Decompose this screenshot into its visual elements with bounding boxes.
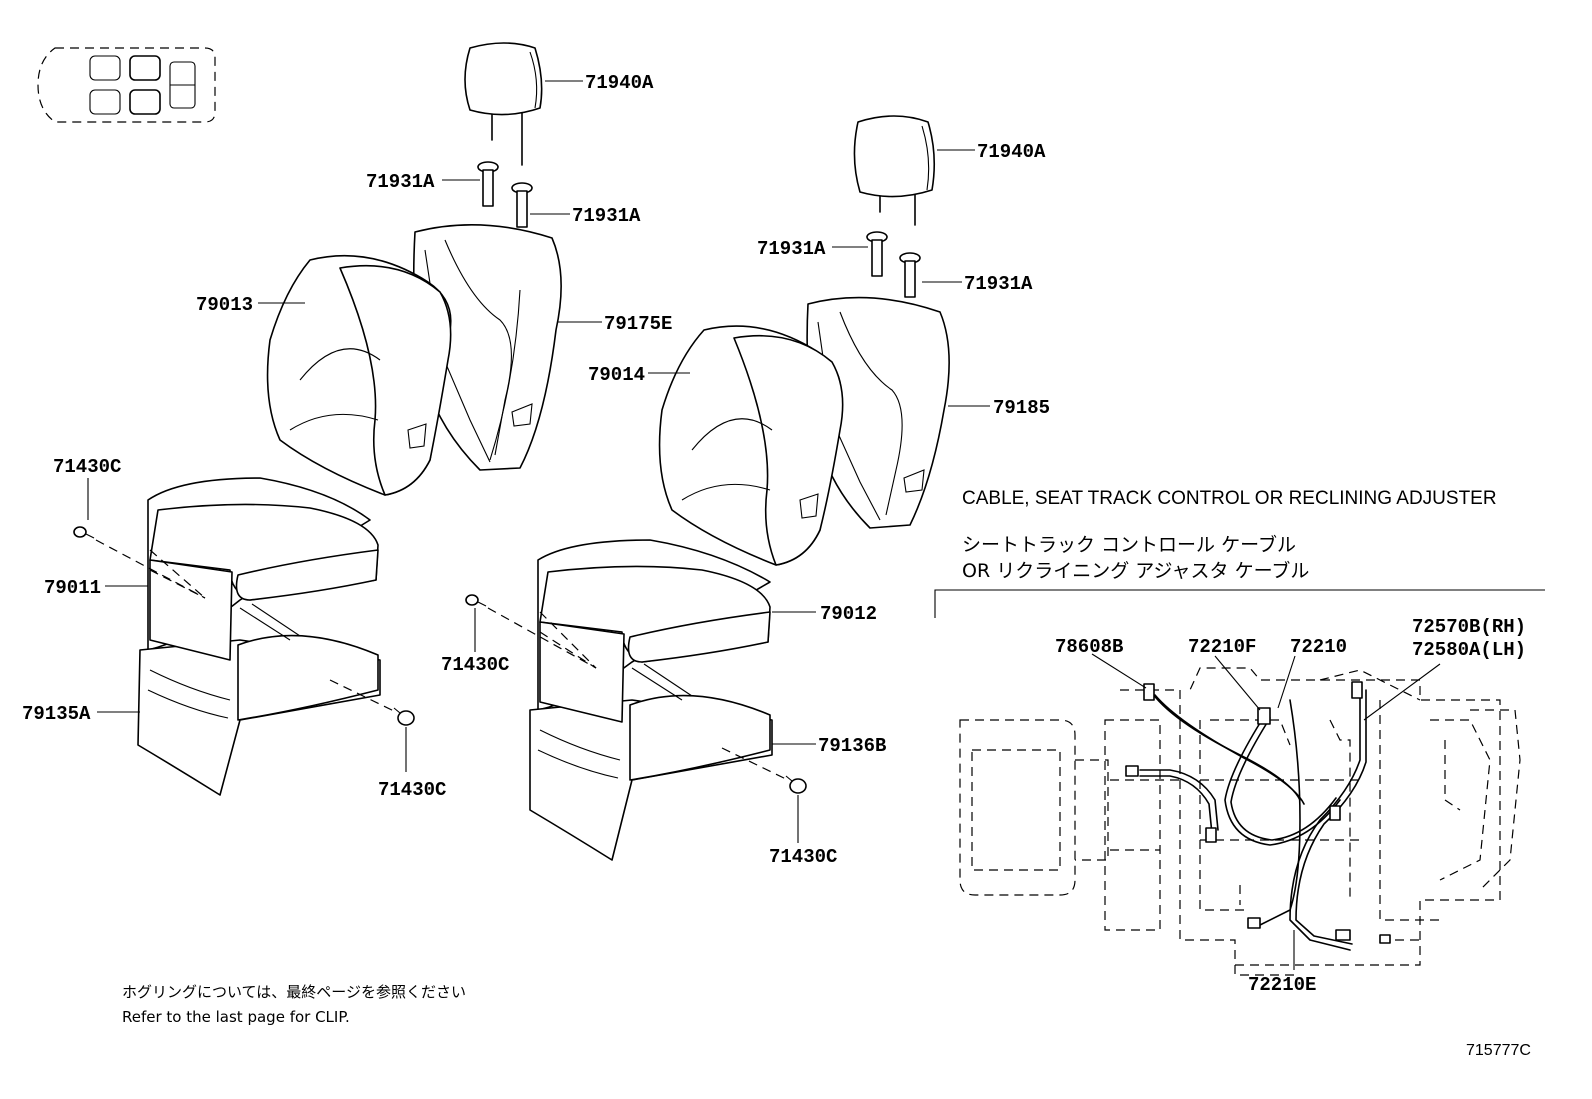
headrest-supports xyxy=(477,161,921,298)
label-71940a-left: 71940A xyxy=(585,72,654,94)
headrest-right-drawing xyxy=(853,115,936,226)
label-71430c-1: 71430C xyxy=(53,456,121,478)
seat-cushion-right-drawing xyxy=(529,539,773,861)
cable-title-jp-1: シートトラック コントロール ケーブル xyxy=(962,533,1296,556)
label-79175e: 79175E xyxy=(604,313,672,335)
label-79011: 79011 xyxy=(44,577,101,599)
label-79012: 79012 xyxy=(820,603,877,625)
clip-icon xyxy=(393,707,415,726)
label-71931a-left-a: 71931A xyxy=(366,171,435,193)
label-71931a-left-b: 71931A xyxy=(572,205,641,227)
label-71430c-4: 71430C xyxy=(769,846,837,868)
label-71430c-3: 71430C xyxy=(441,654,509,676)
cable-title-en: CABLE, SEAT TRACK CONTROL OR RECLINING A… xyxy=(962,488,1497,509)
footnote-en: Refer to the last page for CLIP. xyxy=(122,1008,350,1026)
clips xyxy=(73,526,807,794)
clip-icon xyxy=(73,526,95,539)
figure-id: 715777C xyxy=(1466,1042,1531,1059)
seat-position-icon xyxy=(37,47,216,123)
label-72570b: 72570B(RH) xyxy=(1412,616,1526,638)
label-72210: 72210 xyxy=(1290,636,1347,658)
leader-lines xyxy=(87,80,1441,970)
label-71940a-right: 71940A xyxy=(977,141,1046,163)
label-72580a: 72580A(LH) xyxy=(1412,639,1526,661)
clip-icon xyxy=(785,775,807,794)
cables xyxy=(1125,681,1391,951)
label-71430c-2: 71430C xyxy=(378,779,446,801)
part-labels: 71940A 71940A 71931A 71931A 71931A 71931… xyxy=(22,72,1526,996)
cable-layout-drawing xyxy=(934,589,1545,976)
label-79135a: 79135A xyxy=(22,703,91,725)
label-72210f: 72210F xyxy=(1188,636,1256,658)
label-79185: 79185 xyxy=(993,397,1050,419)
cable-title-jp-2: OR リクライニング アジャスタ ケーブル xyxy=(962,559,1309,582)
seatback-cover-left-drawing xyxy=(266,254,452,496)
headrest-left-drawing xyxy=(464,42,543,166)
label-79136b: 79136B xyxy=(818,735,886,757)
cable-section-caption: CABLE, SEAT TRACK CONTROL OR RECLINING A… xyxy=(962,488,1497,582)
label-79014: 79014 xyxy=(588,364,645,386)
seat-cushion-left-drawing xyxy=(137,477,381,796)
label-71931a-right-b: 71931A xyxy=(964,273,1033,295)
label-79013: 79013 xyxy=(196,294,253,316)
label-71931a-right-a: 71931A xyxy=(757,238,826,260)
clip-icon xyxy=(465,594,487,607)
label-78608b: 78608B xyxy=(1055,636,1123,658)
seatback-cover-right-drawing xyxy=(658,325,844,566)
footnote-jp: ホグリングについては、最終ページを参照ください xyxy=(122,983,466,1001)
seatback-pad-left-drawing xyxy=(412,223,562,471)
label-72210e: 72210E xyxy=(1248,974,1316,996)
